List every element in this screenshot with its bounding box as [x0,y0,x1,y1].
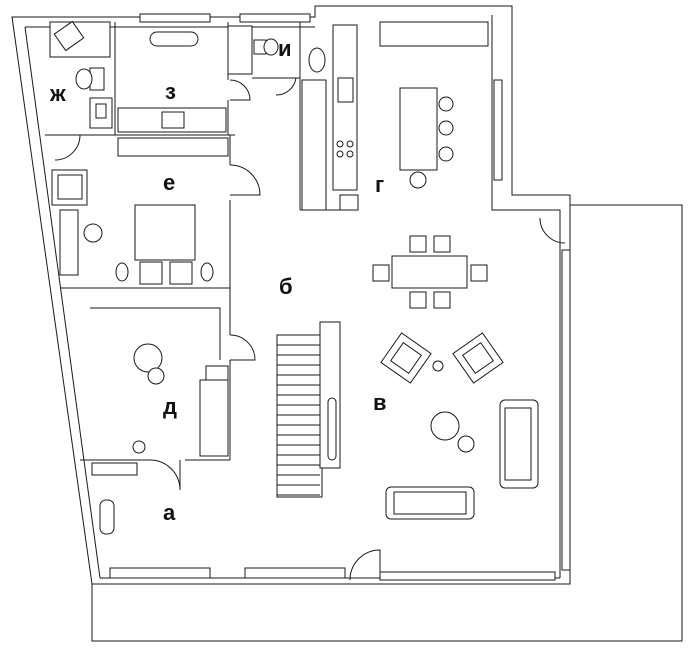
room-label-v: в [373,390,387,415]
window-south-3 [379,571,556,581]
window-east-2 [493,79,503,181]
bathroom-z-fixtures [117,31,227,133]
window-south-1 [109,567,211,579]
room-label-a: а [163,500,176,525]
room-label-z: з [165,79,176,104]
west-wall-inner [24,26,101,579]
east-wall-inner [491,15,561,578]
interior-walls [45,22,355,461]
room-label-b: б [279,274,293,299]
window-east-1 [561,249,571,571]
door-swings [54,77,566,581]
living-v-furniture [380,332,539,520]
dining-furniture [372,235,488,309]
room-label-i: и [278,36,292,61]
window-south-2 [244,567,346,579]
room-label-g: г [375,172,384,197]
window-north-2 [239,13,311,23]
bedroom-e-furniture [51,137,229,285]
bathroom-zh-fixtures [49,20,113,129]
hall-a-furniture [91,462,138,535]
staircase [276,321,341,498]
room-label-e: е [163,170,175,195]
room-label-zh: ж [49,81,66,106]
room-d-furniture [90,307,229,457]
wc-i-fixtures [227,25,326,75]
room-label-d: д [163,394,177,419]
exterior-wall-outline [11,5,571,585]
kitchen-g-furniture [301,21,489,211]
window-north-1 [139,13,211,23]
